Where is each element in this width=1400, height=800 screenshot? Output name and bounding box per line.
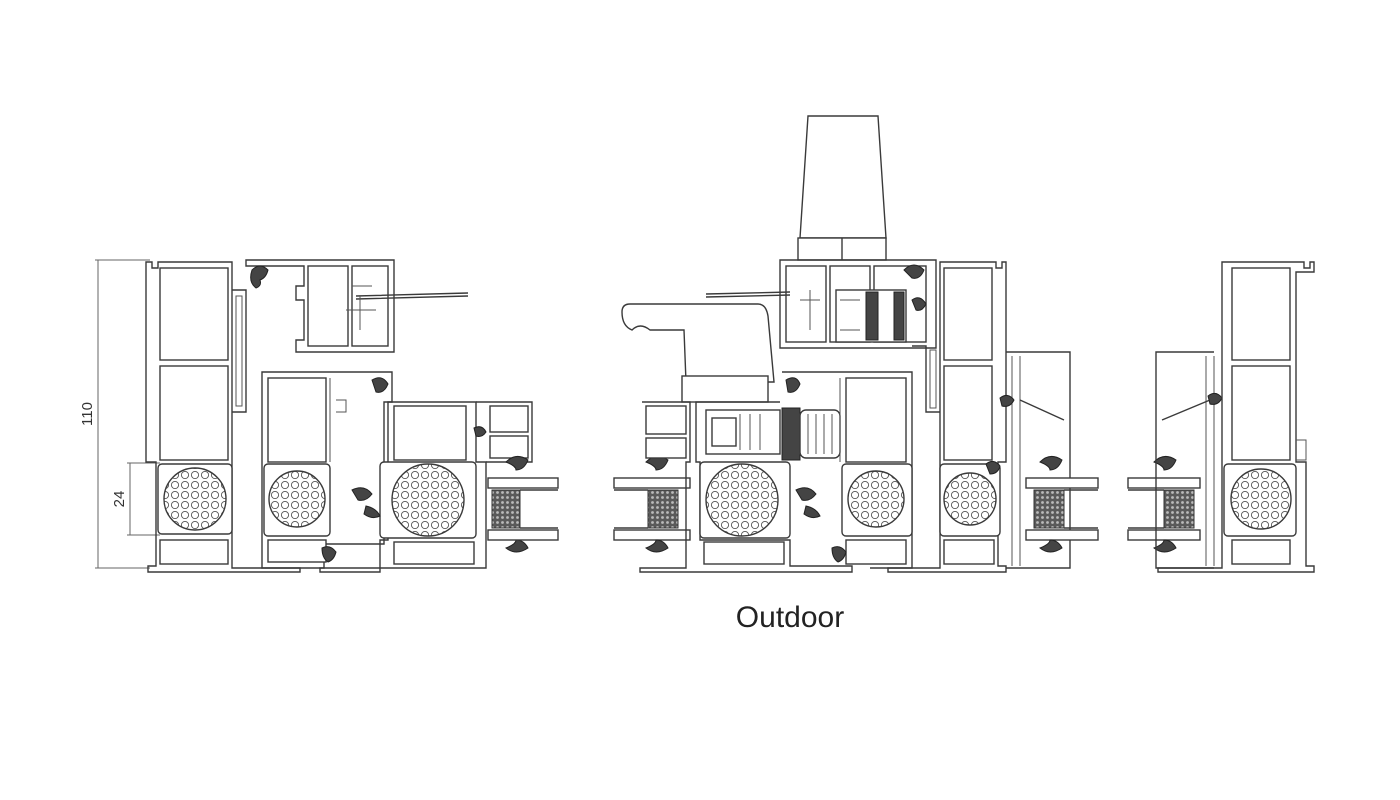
right-frame-section	[1127, 261, 1315, 573]
middle-frame-section	[613, 115, 1099, 573]
thermal-break-height-label: 24	[111, 491, 128, 508]
dimension-lines	[95, 259, 160, 569]
overall-height-label: 110	[79, 402, 96, 426]
left-frame-section	[145, 259, 559, 573]
outdoor-label: Outdoor	[735, 601, 845, 634]
